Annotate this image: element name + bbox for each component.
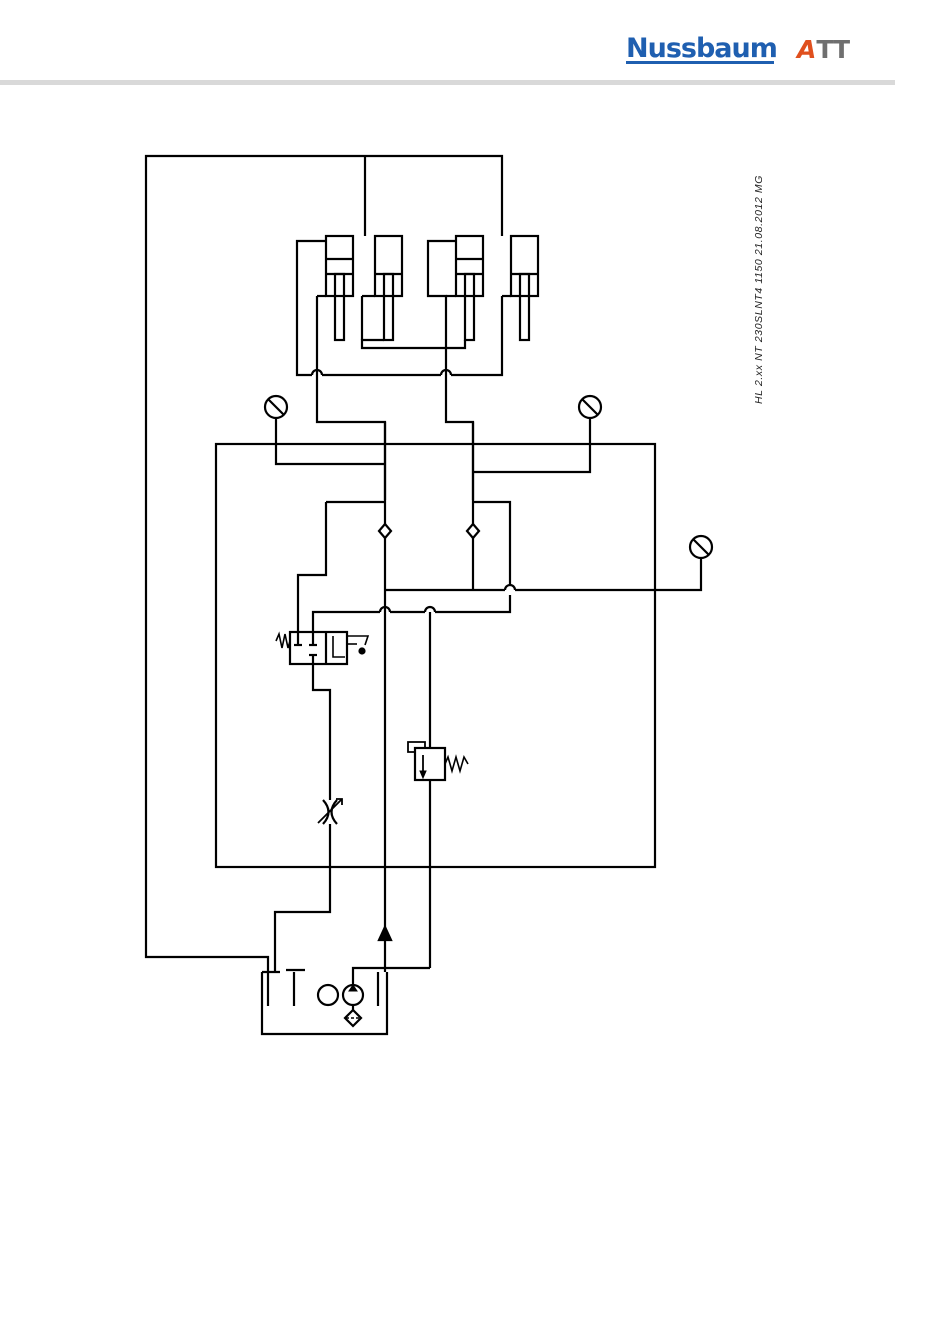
pump [343,968,380,1005]
throttle-valve [275,790,342,972]
check-valve-1 [326,422,391,590]
pressure-relief-valve [408,612,468,968]
power-unit-tank [262,970,387,1034]
cylinder-1 [326,236,353,340]
cylinder-piping [297,236,511,500]
return-line [146,156,502,972]
pressure-gauge-1 [265,396,385,464]
control-lines [298,502,515,632]
cylinder-2 [375,236,402,340]
check-valve-2 [467,422,510,590]
pressure-gauge-3 [515,536,712,590]
directional-valve [276,632,368,790]
filter [345,1005,361,1026]
cylinder-3 [456,236,483,340]
pressure-gauge-2 [473,396,601,472]
cylinder-4 [511,236,538,340]
motor [318,985,338,1005]
valve-block-outline [216,444,655,867]
drawing-number: HL 2.xx NT 230SLNT4 1150 21.08.2012 MG [753,175,765,404]
